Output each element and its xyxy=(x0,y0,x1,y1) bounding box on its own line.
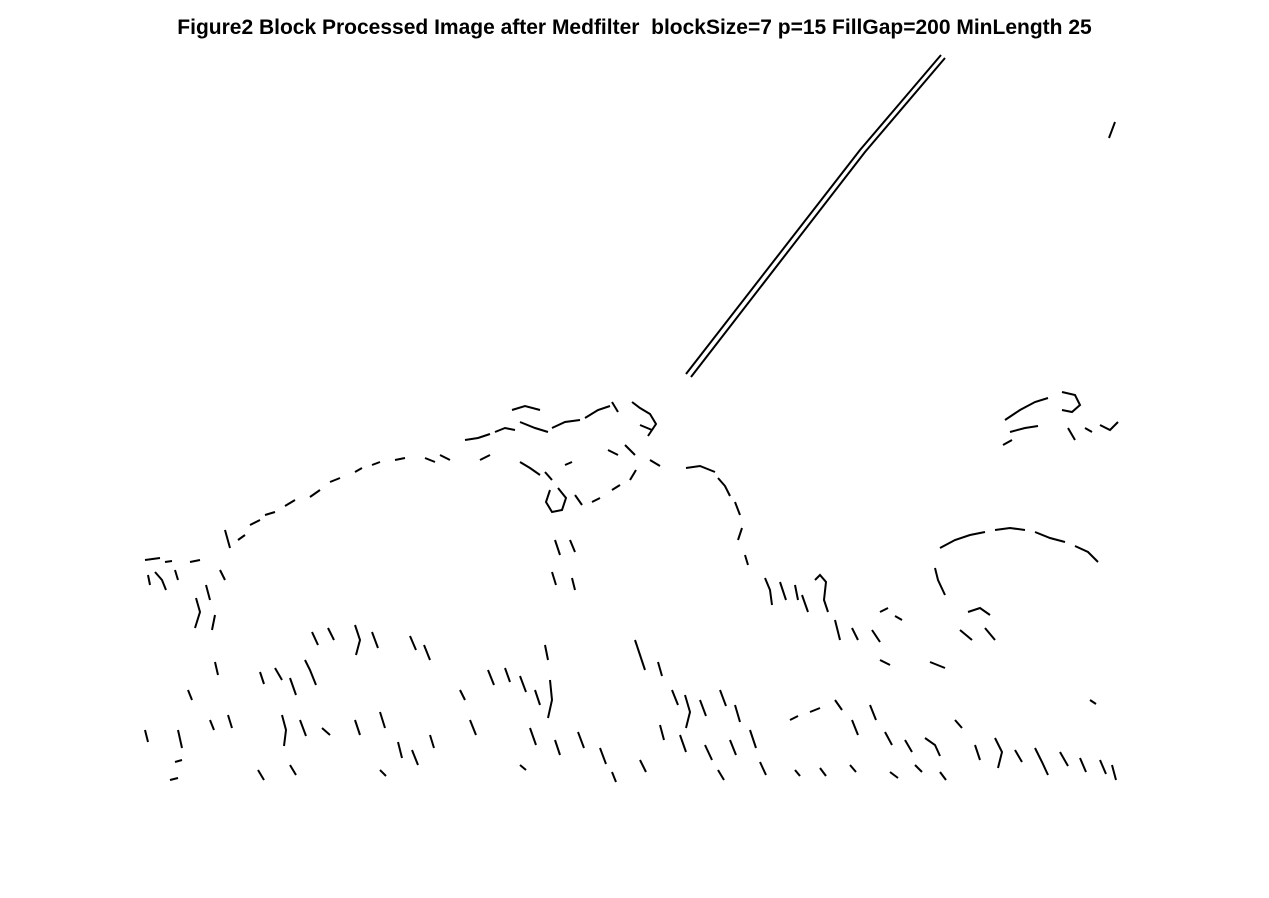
diagonal-double-line xyxy=(685,54,946,378)
figure-title: Figure2 Block Processed Image after Medf… xyxy=(177,16,1092,39)
isolated-edge-mark xyxy=(1108,121,1116,139)
edge-fragments xyxy=(144,391,1119,783)
